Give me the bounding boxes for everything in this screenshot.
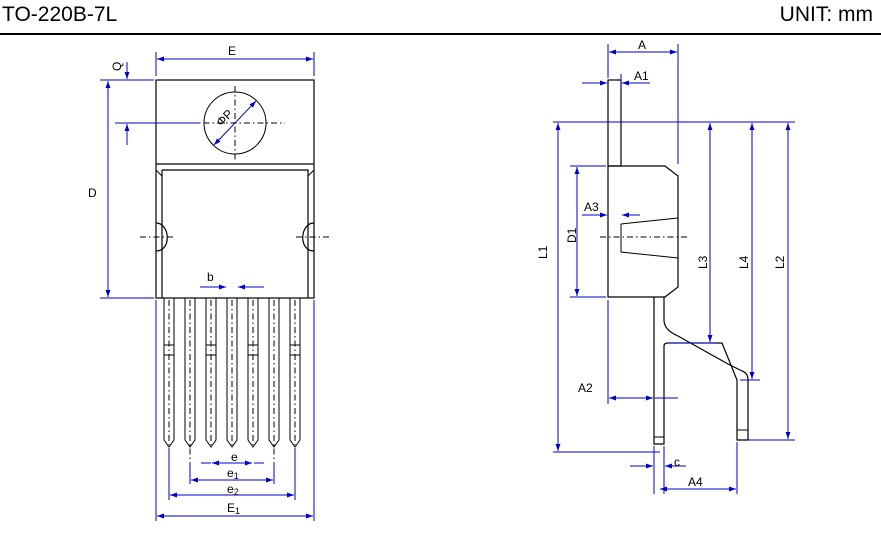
lead-5 <box>247 298 259 448</box>
lead-1 <box>163 298 175 448</box>
label-A1: A1 <box>634 69 649 83</box>
lead-group <box>163 298 301 448</box>
side-dimensions <box>553 44 795 494</box>
front-dimensions <box>100 52 315 521</box>
label-e2: e2 <box>227 482 239 497</box>
dim-phiP <box>213 100 257 146</box>
right-notch <box>302 222 315 252</box>
label-D1: D1 <box>565 227 579 243</box>
lead-6 <box>268 298 280 448</box>
label-A: A <box>638 38 646 52</box>
side-body <box>607 165 679 298</box>
label-D: D <box>88 186 97 200</box>
package-title: TO-220B-7L <box>2 3 118 26</box>
label-E1: E1 <box>227 501 240 516</box>
bent-lead <box>653 297 749 445</box>
front-view: E Q D ΦP b e e1 e2 E1 <box>88 44 330 521</box>
label-L2: L2 <box>773 255 787 269</box>
label-e: e <box>231 450 238 464</box>
label-A4: A4 <box>688 475 703 489</box>
label-e1: e1 <box>227 466 239 481</box>
unit-label: UNIT: mm <box>779 3 873 26</box>
side-view: A A1 A3 D1 L1 L3 L4 L2 A2 c A4 <box>536 38 795 494</box>
lead-7 <box>289 298 301 448</box>
mold-outline <box>161 169 309 298</box>
tab-body <box>155 79 315 299</box>
label-A2: A2 <box>578 381 593 395</box>
lead-3 <box>205 298 217 448</box>
lead-4 <box>226 298 238 448</box>
body-step <box>620 217 679 259</box>
label-L3: L3 <box>696 255 710 269</box>
label-b: b <box>207 270 214 284</box>
label-L1: L1 <box>536 245 550 259</box>
label-c: c <box>674 455 680 469</box>
label-L4: L4 <box>737 255 751 269</box>
side-tab <box>607 79 622 167</box>
label-E: E <box>228 44 236 58</box>
label-A3: A3 <box>584 200 599 214</box>
header-rule <box>0 33 881 35</box>
lead-2 <box>184 298 196 448</box>
label-Q: Q <box>110 62 124 71</box>
